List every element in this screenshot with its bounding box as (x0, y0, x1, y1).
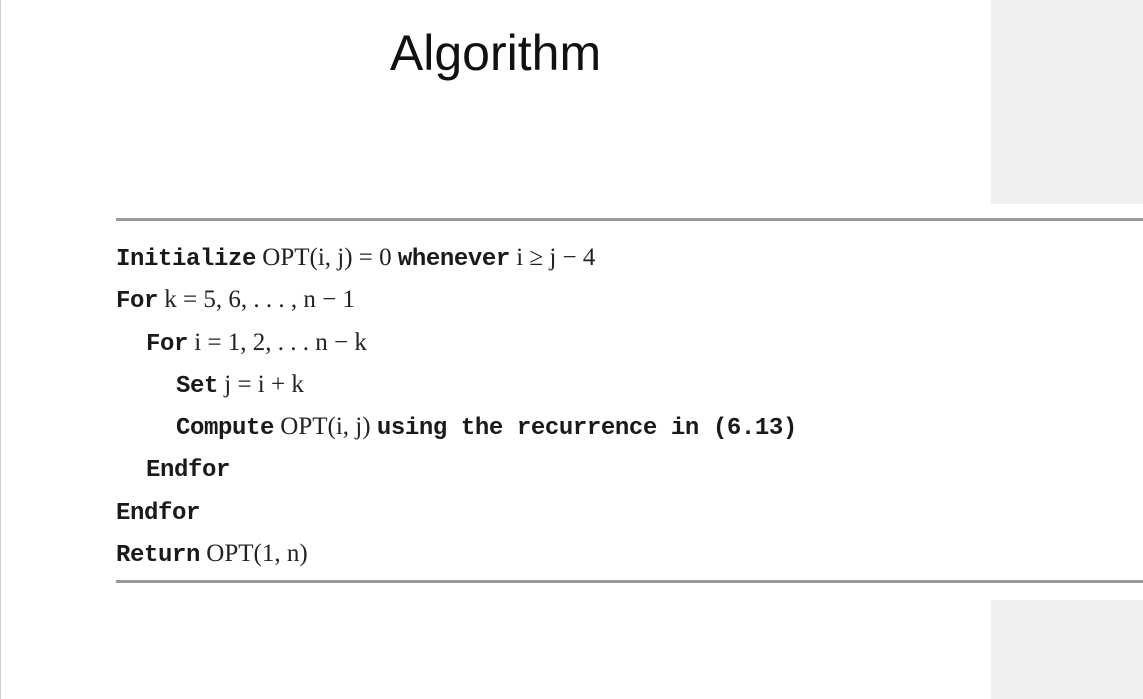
math-expression: i ≥ j − 4 (509, 244, 596, 271)
math-expression: k = 5, 6, . . . , n − 1 (158, 286, 355, 314)
keyword: For (146, 330, 189, 358)
keyword: whenever (397, 246, 510, 273)
keyword: Initialize (116, 246, 257, 273)
side-panel-top (991, 0, 1143, 204)
math-expression: j = i + k (218, 370, 304, 398)
math-expression: i = 1, 2, . . . n − k (188, 328, 367, 356)
algorithm-line-for-i: For i = 1, 2, . . . n − k (116, 322, 976, 364)
algorithm-line-initialize: Initialize OPT(i, j) = 0 whenever i ≥ j … (116, 237, 976, 279)
keyword: Endfor (146, 457, 231, 485)
math-expression: OPT(i, j) = 0 (256, 244, 398, 271)
algorithm-line-return: Return OPT(1, n) (116, 533, 976, 575)
keyword: Compute (176, 415, 275, 443)
algorithm-line-compute: Compute OPT(i, j) using the recurrence i… (116, 406, 976, 448)
algorithm-line-endfor-inner: Endfor (116, 448, 976, 490)
slide-title: Algorithm (389, 25, 602, 81)
slide-left-border (0, 0, 1, 699)
math-expression: OPT(1, n) (200, 540, 308, 568)
keyword: For (116, 288, 159, 316)
algorithm-top-rule (116, 218, 1143, 221)
keyword: using the recurrence in (6.13) (376, 415, 797, 443)
algorithm-line-for-k: For k = 5, 6, . . . , n − 1 (116, 279, 976, 321)
keyword: Return (116, 542, 201, 570)
math-expression: OPT(i, j) (274, 413, 377, 441)
keyword: Set (176, 372, 219, 400)
algorithm-box: Initialize OPT(i, j) = 0 whenever i ≥ j … (116, 237, 976, 575)
algorithm-line-endfor-outer: Endfor (116, 491, 976, 533)
algorithm-line-set-j: Set j = i + k (116, 364, 976, 406)
keyword: Endfor (116, 499, 201, 527)
side-panel-bottom (991, 600, 1143, 699)
algorithm-bottom-rule (116, 580, 1143, 583)
